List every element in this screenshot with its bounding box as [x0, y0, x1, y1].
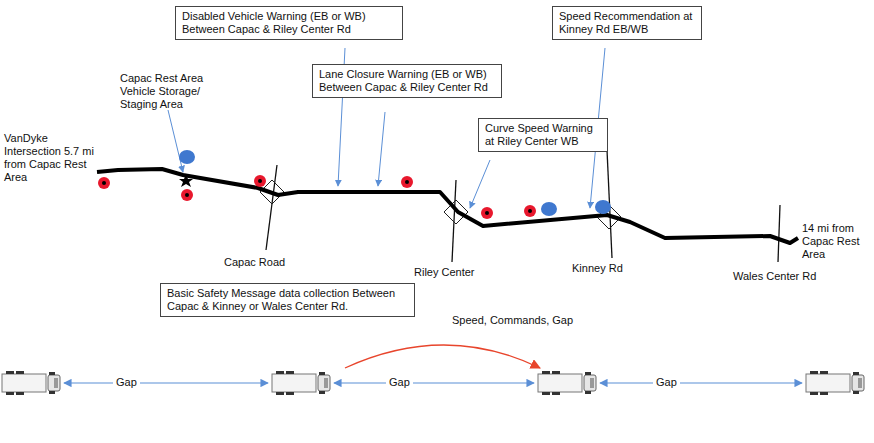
gap-arrows: [64, 382, 802, 383]
blue-markers: [179, 150, 611, 216]
road-label: Wales Center Rd: [733, 270, 833, 283]
road-label: Capac Road: [224, 256, 304, 269]
callout-box: Speed Recommendation at Kinney Rd EB/WB: [552, 6, 702, 40]
callout-text: Basic Safety Message data collection Bet…: [167, 287, 408, 313]
cross-roads: [266, 150, 780, 262]
callout-text: Lane Closure Warning (EB or WB) Between …: [319, 68, 495, 94]
red-markers: [98, 175, 536, 219]
road-label: Riley Center: [414, 266, 494, 279]
road-label: Kinney Rd: [572, 262, 642, 275]
callout-text: Speed Recommendation at Kinney Rd EB/WB: [559, 10, 695, 36]
callout-box: Basic Safety Message data collection Bet…: [160, 283, 415, 317]
callout-box: Curve Speed Warning at Riley Center WB: [478, 118, 608, 152]
command-label: Speed, Commands, Gap: [452, 314, 592, 327]
road-label: VanDyke Intersection 5.7 mi from Capac R…: [4, 132, 99, 184]
callout-box: Disabled Vehicle Warning (EB or WB) Betw…: [175, 6, 403, 40]
intersection-diamonds: [260, 180, 621, 229]
callout-text: Curve Speed Warning at Riley Center WB: [485, 122, 601, 148]
gap-label: Gap: [113, 376, 140, 389]
main-road: [97, 169, 798, 243]
gap-label: Gap: [653, 376, 680, 389]
gap-label: Gap: [386, 376, 413, 389]
rest-area-star: [179, 174, 193, 187]
callout-box: Lane Closure Warning (EB or WB) Between …: [312, 64, 502, 98]
leader-arrows: [168, 48, 605, 208]
callout-text: Disabled Vehicle Warning (EB or WB) Betw…: [182, 10, 396, 36]
road-label: Capac Rest Area Vehicle Storage/ Staging…: [120, 72, 220, 111]
command-arc: [345, 345, 540, 368]
truck-platoon: [2, 371, 864, 395]
road-label: 14 mi from Capac Rest Area: [802, 222, 870, 261]
